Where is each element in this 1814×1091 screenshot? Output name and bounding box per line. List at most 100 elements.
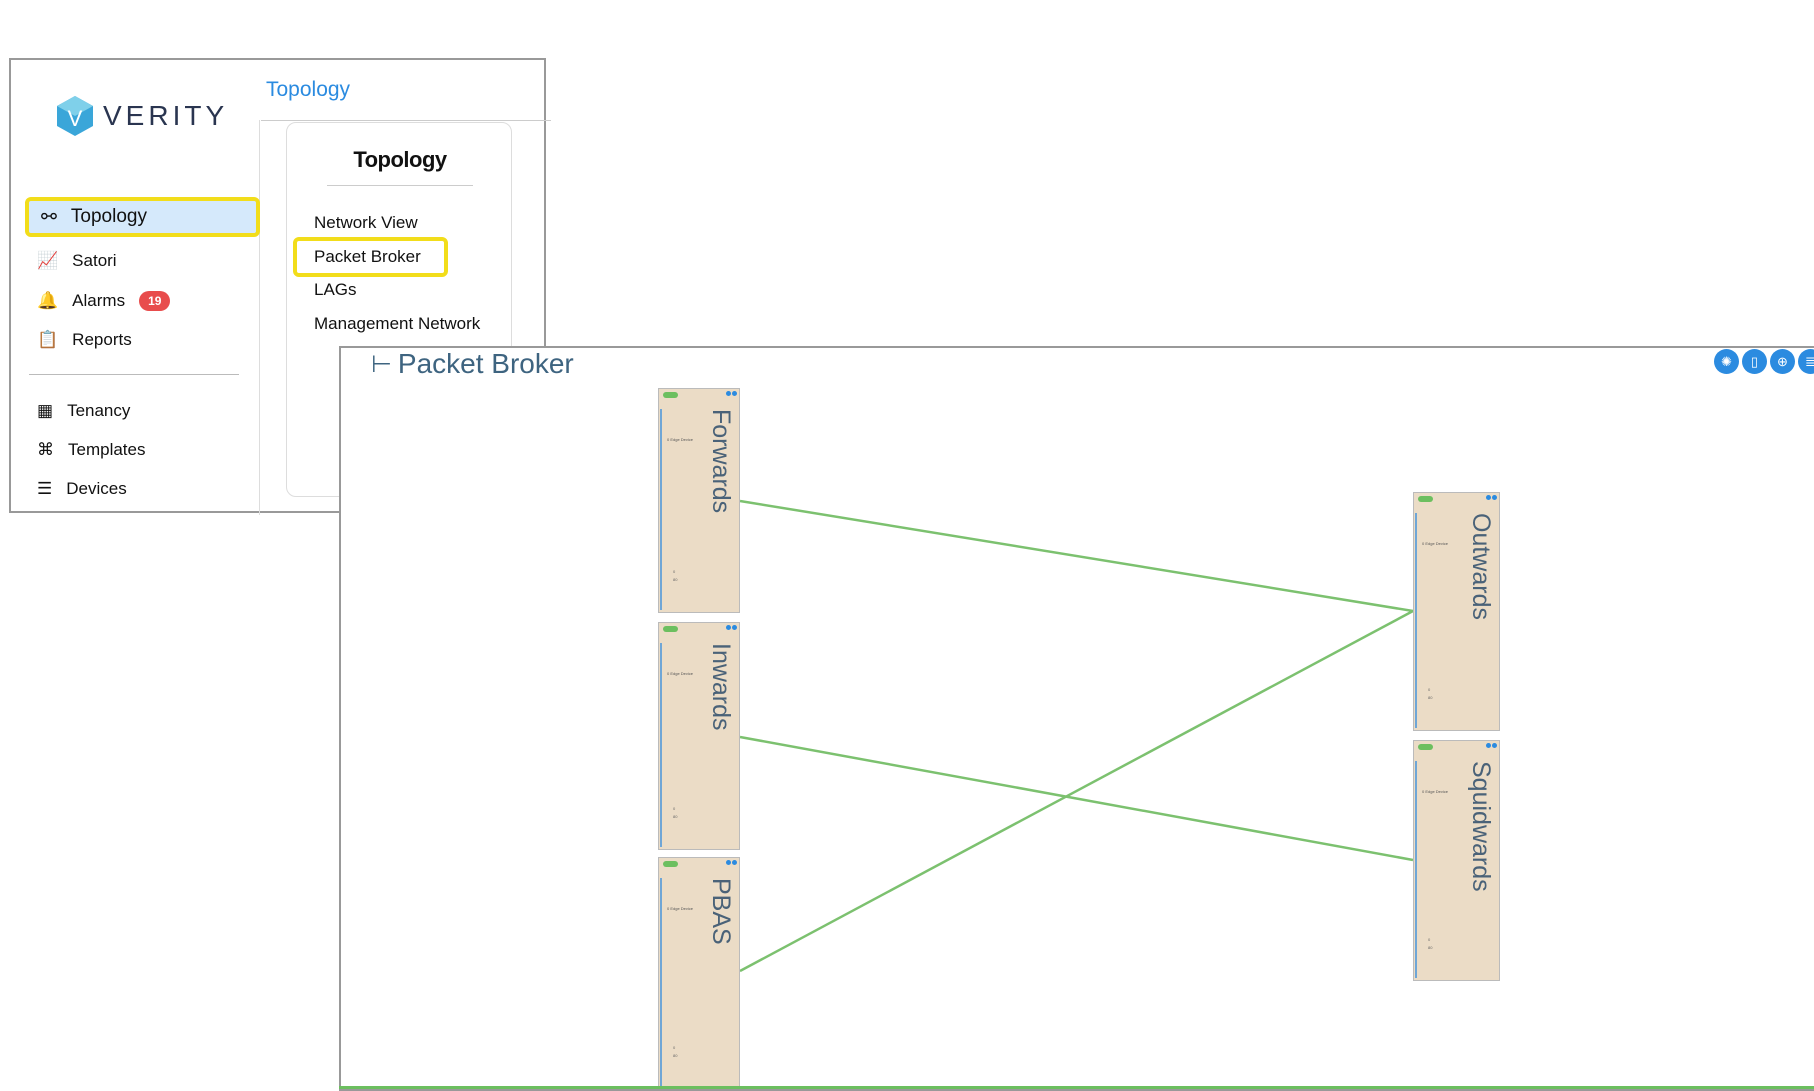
bell-icon: 🔔 <box>37 291 59 310</box>
node-label: Squidwards <box>1467 761 1495 892</box>
sidebar-item-label: Tenancy <box>67 401 131 420</box>
sidebar-divider <box>259 120 260 515</box>
sidebar-item-templates[interactable]: ⌘ Templates <box>25 430 260 470</box>
sidebar-item-label: Devices <box>66 479 127 498</box>
node-stats: 0 80 <box>673 1044 677 1060</box>
toolbar: ✺ ▯ ⊕ ≣ <box>1714 349 1814 374</box>
link-inwards-squidwards[interactable] <box>739 735 1414 862</box>
status-pill <box>663 392 678 398</box>
edge-device-count: 0 Edge Device <box>667 437 694 442</box>
sidebar-item-label: Templates <box>68 440 146 459</box>
node-pbas[interactable]: PBAS 0 Edge Device 0 80 <box>658 857 740 1089</box>
info-icon[interactable] <box>732 391 737 396</box>
devices-icon: ☰ <box>37 479 53 498</box>
edit-icon[interactable] <box>1486 743 1491 748</box>
node-bar <box>660 409 662 610</box>
node-label: Outwards <box>1467 513 1495 620</box>
sidebar-item-label: Topology <box>70 206 147 227</box>
node-bar <box>1415 513 1417 728</box>
packet-broker-window: ⊢Packet Broker ✺ ▯ ⊕ ≣ <box>339 346 1814 1091</box>
node-bar <box>660 643 662 847</box>
info-icon[interactable] <box>1492 743 1497 748</box>
node-actions <box>726 625 737 630</box>
stat-2: 80 <box>1428 695 1433 700</box>
alarm-count-badge: 19 <box>139 291 171 311</box>
zoom-add-icon[interactable]: ⊕ <box>1770 349 1795 374</box>
sidebar-item-satori[interactable]: 📈Satori <box>25 241 260 281</box>
sidebar-item-label: Alarms <box>72 291 126 310</box>
link-pbas-outwards[interactable] <box>739 609 1414 973</box>
status-pill <box>663 626 678 632</box>
edge-device-count: 0 Edge Device <box>1422 789 1449 794</box>
header-divider <box>261 120 551 121</box>
clipboard-icon: 📋 <box>37 330 59 349</box>
status-pill <box>1418 496 1433 502</box>
templates-icon: ⌘ <box>37 440 54 459</box>
menu-item-packet-broker[interactable]: Packet Broker <box>314 247 421 266</box>
sidebar-item-label: Reports <box>72 330 132 349</box>
svg-text:V: V <box>68 106 83 131</box>
node-label: PBAS <box>707 878 735 945</box>
sidebar-item-reports[interactable]: 📋 Reports <box>25 320 260 360</box>
node-bar <box>1415 761 1417 978</box>
clipboard-icon[interactable]: ▯ <box>1742 349 1767 374</box>
node-actions <box>1486 743 1497 748</box>
stat-1: 0 <box>1428 937 1431 942</box>
packet-broker-title: ⊢Packet Broker <box>371 348 574 380</box>
stat-1: 0 <box>673 1045 676 1050</box>
menu-item-lags[interactable]: LAGs <box>314 280 357 299</box>
info-icon[interactable] <box>732 625 737 630</box>
node-squidwards[interactable]: Squidwards 0 Edge Device 0 80 <box>1413 740 1500 981</box>
sidebar-item-tenancy[interactable]: ▦ Tenancy <box>25 391 260 431</box>
sidebar-item-topology[interactable]: ⚯ Topology <box>25 197 260 237</box>
tenancy-icon: ▦ <box>37 401 54 420</box>
hierarchy-icon: ⊢ <box>371 350 392 378</box>
brand-name: VERITY <box>103 100 229 131</box>
edge-device-count: 0 Edge Device <box>1422 541 1449 546</box>
submenu-divider <box>327 185 473 186</box>
edge-device-count: 0 Edge Device <box>667 671 694 676</box>
menu-item-network-view[interactable]: Network View <box>314 213 418 232</box>
edit-icon[interactable] <box>726 625 731 630</box>
edit-icon[interactable] <box>726 860 731 865</box>
sidebar-separator <box>29 374 239 375</box>
title-text: Packet Broker <box>397 348 574 379</box>
status-pill <box>1418 744 1433 750</box>
node-actions <box>726 391 737 396</box>
info-icon[interactable] <box>1492 495 1497 500</box>
stat-2: 80 <box>673 577 678 582</box>
stat-2: 80 <box>673 814 678 819</box>
edit-icon[interactable] <box>726 391 731 396</box>
aperture-icon[interactable]: ✺ <box>1714 349 1739 374</box>
node-inwards[interactable]: Inwards 0 Edge Device 0 80 <box>658 622 740 850</box>
stat-1: 0 <box>673 569 676 574</box>
stat-1: 0 <box>673 806 676 811</box>
stat-2: 80 <box>673 1053 678 1058</box>
submenu-title: Topology <box>353 147 447 172</box>
topology-icon: ⚯ <box>41 206 57 228</box>
stat-2: 80 <box>1428 945 1433 950</box>
status-pill <box>663 861 678 867</box>
sidebar-item-devices[interactable]: ☰ Devices <box>25 469 260 509</box>
notes-icon[interactable]: ≣ <box>1798 349 1814 374</box>
breadcrumb[interactable]: Topology <box>266 78 351 101</box>
verity-logo-icon: V <box>57 96 93 136</box>
node-bar <box>660 878 662 1086</box>
node-actions <box>1486 495 1497 500</box>
edit-icon[interactable] <box>1486 495 1491 500</box>
node-stats: 0 80 <box>673 568 677 584</box>
node-label: Inwards <box>707 643 735 731</box>
menu-item-management-network[interactable]: Management Network <box>314 314 481 333</box>
sidebar-item-alarms[interactable]: 🔔 Alarms 19 <box>25 281 260 321</box>
navigation-panel: V VERITY Topology ⚯ Topology 📈Satori 🔔 Ala… <box>9 58 551 515</box>
edge-device-count: 0 Edge Device <box>667 906 694 911</box>
bottom-border <box>339 1086 1814 1089</box>
sidebar-item-label: Satori <box>72 251 117 270</box>
node-stats: 0 80 <box>1428 936 1432 952</box>
info-icon[interactable] <box>732 860 737 865</box>
link-forwards-outwards[interactable] <box>739 499 1414 613</box>
node-actions <box>726 860 737 865</box>
